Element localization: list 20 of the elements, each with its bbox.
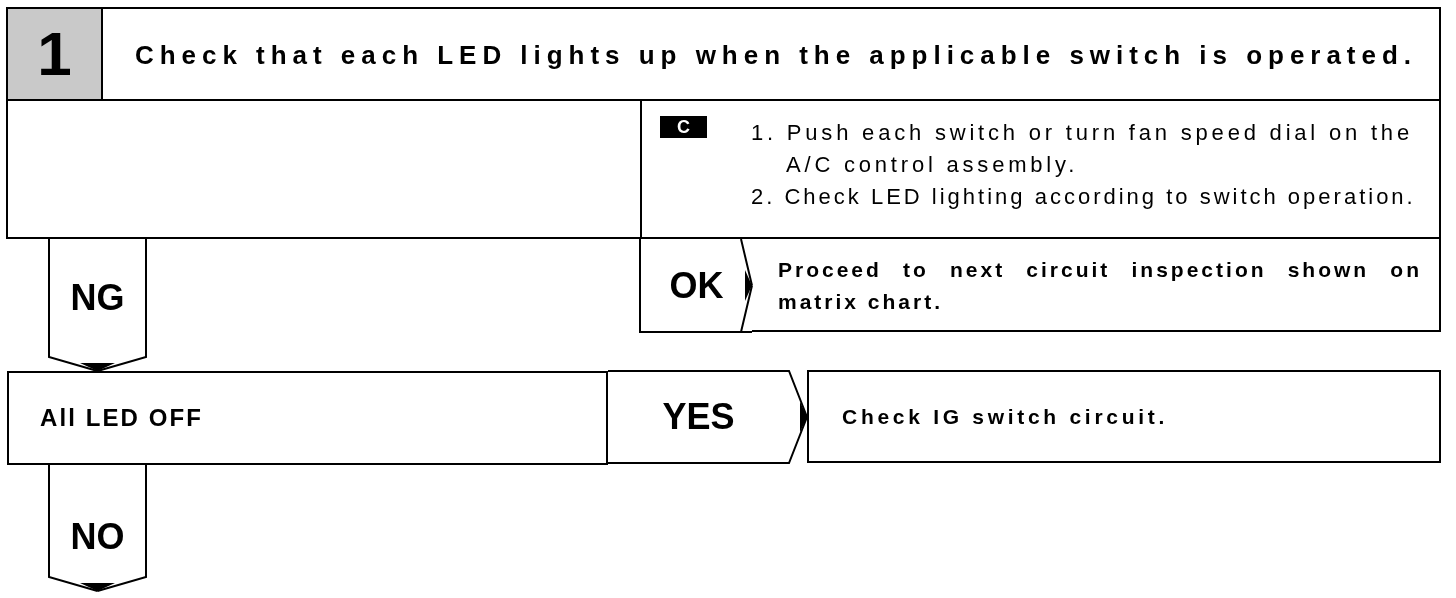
action-box (807, 370, 1441, 463)
instruction-step: 2. Check LED lighting according to switch operation. (751, 181, 1423, 213)
block-arrow (607, 370, 808, 464)
result-box (752, 238, 1441, 332)
step-number-cell: 1 (8, 9, 103, 99)
step-box (6, 7, 1441, 239)
condition-box (7, 371, 608, 465)
edge-label: YES (662, 399, 735, 435)
edge-label: NG (70, 280, 125, 316)
block-arrow (639, 238, 753, 333)
edge-label: NO (70, 519, 125, 555)
instruction-step: 1. Push each switch or turn fan speed dial on the A/C control assembly. (751, 117, 1423, 181)
block-arrow (48, 464, 147, 592)
action-text: Check IG switch circuit. (842, 403, 1168, 430)
check-badge: C (660, 116, 707, 138)
edge-label: OK (669, 267, 724, 304)
result-text: Proceed to next circuit inspection shown on matrix chart. (778, 257, 1422, 315)
condition-text: All LED OFF (40, 403, 203, 433)
step-heading: Check that each LED lights up when the applicable switch is operated. (135, 39, 1417, 72)
block-arrow (48, 238, 147, 372)
